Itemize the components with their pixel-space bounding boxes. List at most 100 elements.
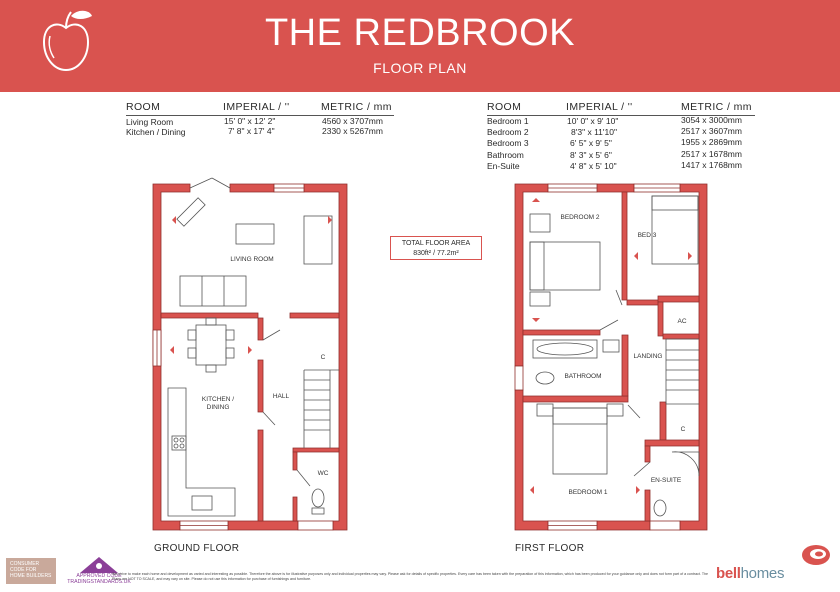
coffee-table xyxy=(235,223,275,245)
internal-wall xyxy=(659,401,667,441)
door-swing xyxy=(296,469,311,487)
apple-logo-icon xyxy=(42,10,92,72)
badge-text: CONSUMER xyxy=(10,561,40,567)
internal-wall xyxy=(257,317,264,341)
hob xyxy=(171,435,187,451)
internal-wall xyxy=(289,312,340,319)
armchair xyxy=(303,215,333,265)
internal-wall xyxy=(621,191,628,301)
table-cell-metric: 1417 x 1768mm xyxy=(681,160,742,170)
room-label-kitchen: KITCHEN / DINING xyxy=(201,396,235,411)
staircase xyxy=(665,338,699,405)
bellhomes-logo-icon xyxy=(802,545,830,565)
door-swing xyxy=(633,461,651,477)
table-header-metric: METRIC / mm xyxy=(681,101,752,113)
brand-name-b: homes xyxy=(740,565,785,582)
internal-wall xyxy=(292,496,298,522)
room-label-hall: HALL xyxy=(272,393,290,400)
table-cell-imperial: 10' 0" x 9' 10" xyxy=(567,116,619,126)
toilet xyxy=(311,488,325,508)
header-banner: THE REDBROOK FLOOR PLAN xyxy=(0,0,840,92)
table-cell-metric: 2330 x 5267mm xyxy=(322,126,383,136)
room-label-landing: LANDING xyxy=(633,353,663,360)
internal-wall xyxy=(522,329,601,336)
badge-text: TRADINGSTANDARDS.UK xyxy=(67,579,131,585)
internal-wall xyxy=(292,451,298,471)
door-swing xyxy=(262,411,276,426)
room-label-living: LIVING ROOM xyxy=(230,256,274,263)
table-cell-imperial: 6' 5" x 9' 5" xyxy=(570,138,612,148)
room-label-bed-3: BED 3 xyxy=(637,232,657,239)
total-floor-area-box: TOTAL FLOOR AREA 830ft² / 77.2m² xyxy=(390,236,482,260)
tv-unit xyxy=(176,197,206,227)
approved-code-icon xyxy=(80,557,118,573)
table-cell-metric: 4560 x 3707mm xyxy=(322,116,383,126)
table-cell-imperial: 15' 0" x 12' 2" xyxy=(224,116,276,126)
window xyxy=(514,365,524,391)
internal-wall xyxy=(644,489,651,522)
bed xyxy=(651,195,699,265)
page-title: THE REDBROOK xyxy=(264,12,576,54)
table-header-imperial: IMPERIAL / '' xyxy=(566,101,633,113)
toilet xyxy=(535,371,555,385)
internal-wall xyxy=(662,333,700,340)
first-floor-label: FIRST FLOOR xyxy=(515,543,585,554)
internal-wall xyxy=(626,299,661,306)
room-label-en-suite: EN-SUITE xyxy=(650,477,682,484)
ground-table-rule xyxy=(126,115,394,116)
consumer-code-badge: CONSUMER CODE FOR HOME BUILDERS xyxy=(6,558,56,584)
table-cell-metric: 2517 x 1678mm xyxy=(681,149,742,159)
ground-floor-plan xyxy=(152,177,348,531)
ground-outer-wall xyxy=(229,183,275,193)
first-outer-wall xyxy=(514,183,549,367)
disclaimer-text: We strive to make each home and developm… xyxy=(112,572,709,581)
room-label-c: C xyxy=(320,354,326,361)
door-swing xyxy=(615,289,623,306)
room-label-bedroom-1: BEDROOM 1 xyxy=(568,489,608,496)
badge-text: CODE FOR xyxy=(10,567,37,573)
ground-outer-wall xyxy=(227,520,299,531)
table-cell-room: Bedroom 1 xyxy=(487,116,529,126)
basin xyxy=(602,339,620,353)
page-subtitle: FLOOR PLAN xyxy=(373,60,467,76)
window xyxy=(297,520,334,531)
internal-wall xyxy=(257,429,264,522)
table-cell-imperial: 4' 8" x 5' 10" xyxy=(570,161,617,171)
table-cell-room: Kitchen / Dining xyxy=(126,127,186,137)
room-label-ac: AC xyxy=(677,318,687,325)
room-label-c: C xyxy=(680,426,686,433)
door-swing xyxy=(262,329,281,341)
table-cell-metric: 1955 x 2869mm xyxy=(681,137,742,147)
table-cell-room: Living Room xyxy=(126,117,174,127)
table-cell-imperial: 8' 3" x 5' 6" xyxy=(570,150,612,160)
dimension-arrows xyxy=(170,198,692,494)
total-floor-area-value: 830ft² / 77.2m² xyxy=(413,250,459,257)
bed xyxy=(529,241,601,291)
table-cell-metric: 3054 x 3000mm xyxy=(681,115,742,125)
first-floor-plan xyxy=(514,183,708,531)
internal-wall xyxy=(657,295,700,303)
table-cell-room: Bedroom 2 xyxy=(487,127,529,137)
bathtub xyxy=(532,339,598,359)
internal-wall xyxy=(621,334,629,397)
dining-table xyxy=(195,324,227,366)
internal-wall xyxy=(160,312,259,319)
table-header-room: ROOM xyxy=(487,101,522,113)
table-cell-imperial: 7' 8" x 17' 4" xyxy=(228,126,275,136)
total-floor-area-label: TOTAL FLOOR AREA xyxy=(401,240,471,247)
first-table-rule xyxy=(487,115,755,116)
first-outer-wall xyxy=(596,183,635,193)
sofa xyxy=(179,275,247,307)
window xyxy=(649,520,681,531)
badge-text: APPROVED CODE xyxy=(76,573,122,579)
door-swing xyxy=(627,404,641,419)
first-outer-wall xyxy=(514,389,549,531)
table-cell-room: Bathroom xyxy=(487,150,524,160)
room-label-wc: WC xyxy=(317,470,329,477)
bed xyxy=(552,407,608,475)
table-cell-metric: 2517 x 3607mm xyxy=(681,126,742,136)
internal-wall xyxy=(644,439,700,447)
staircase xyxy=(303,369,339,448)
table-header-room: ROOM xyxy=(126,101,161,113)
